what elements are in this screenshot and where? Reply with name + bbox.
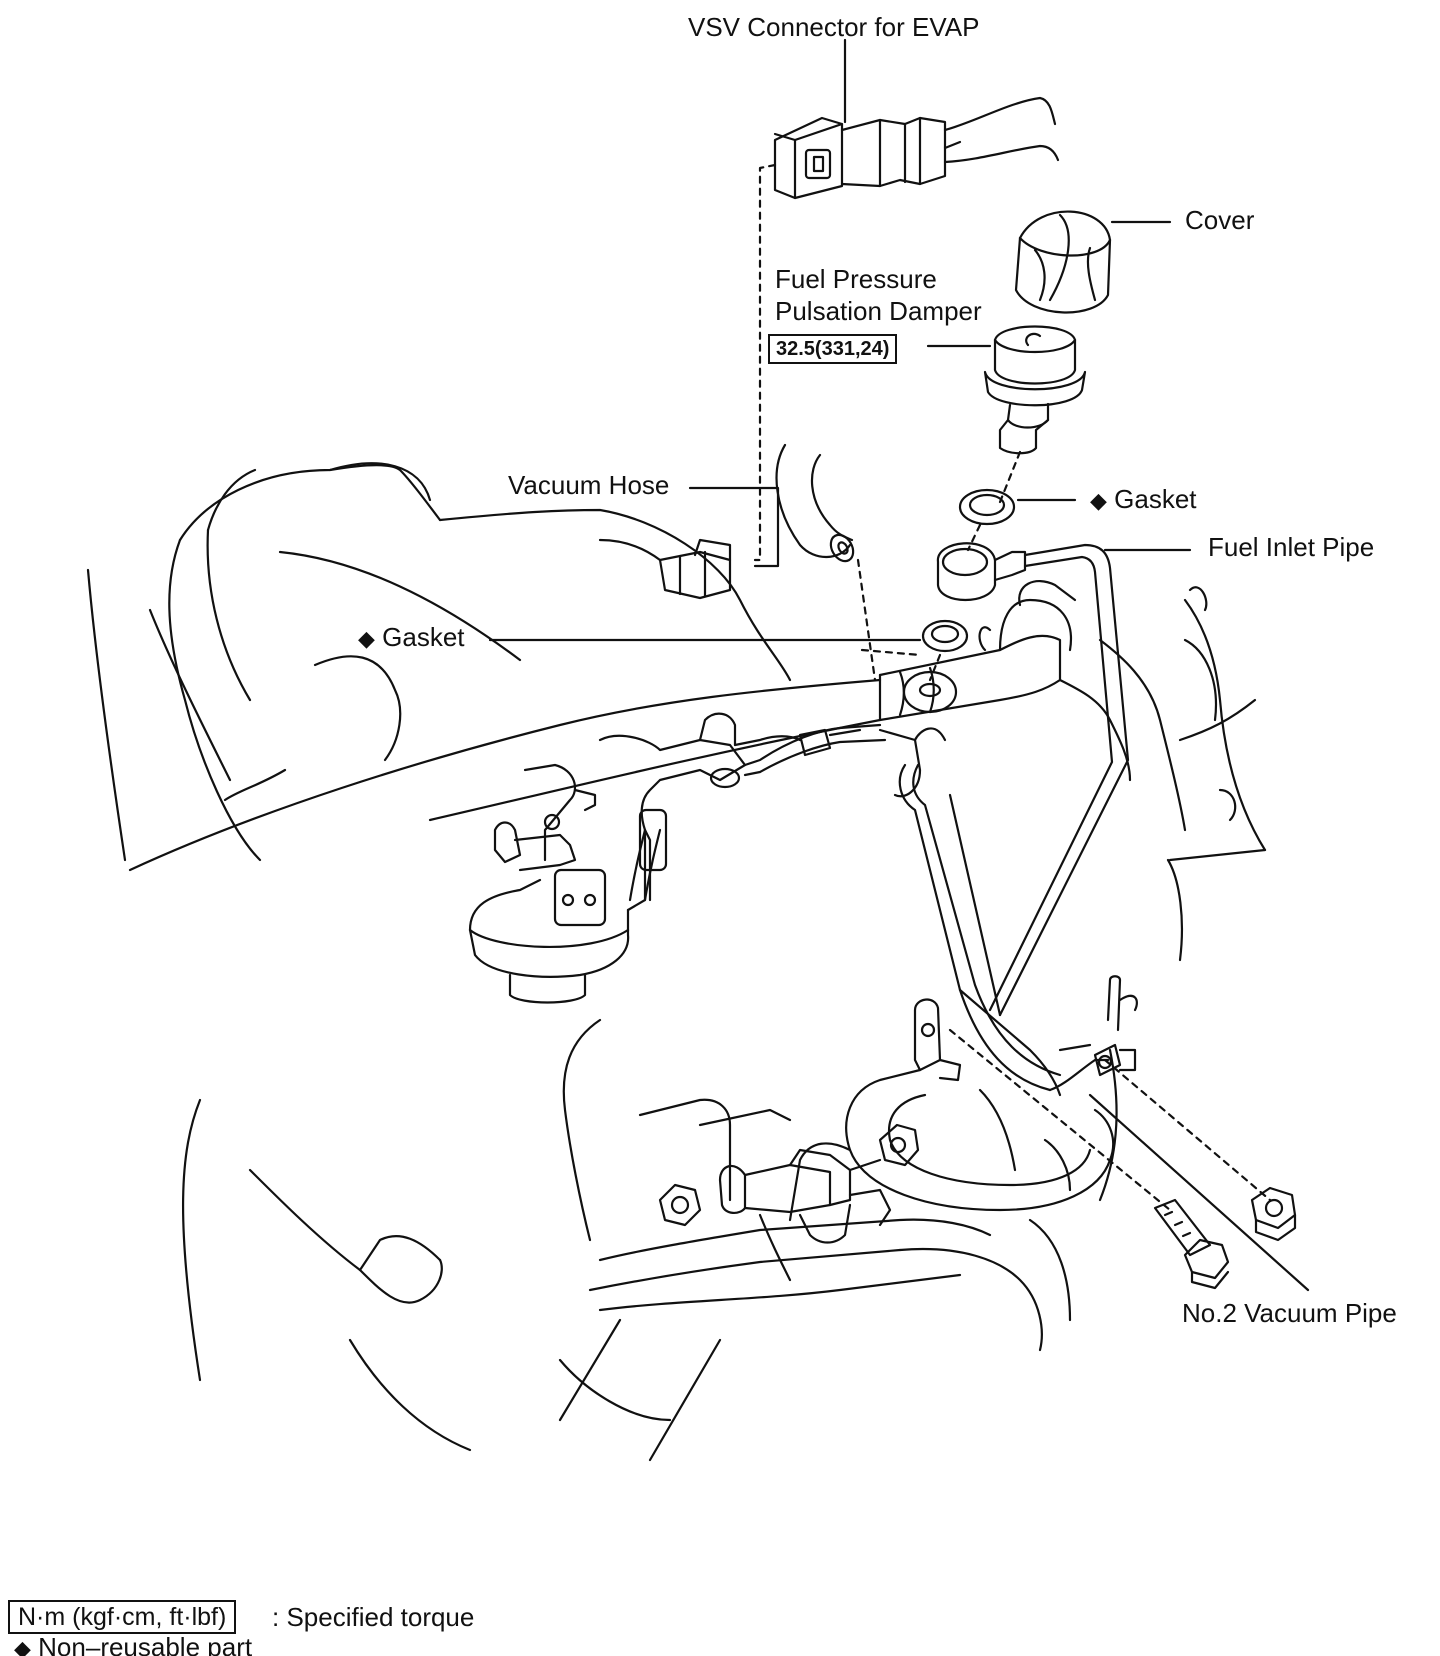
nonreusable-legend: ◆ Non–reusable part	[14, 1632, 252, 1656]
lower-gasket-text: Gasket	[382, 622, 465, 652]
vacuum-pipe-leader	[1088, 1093, 1310, 1292]
vacuum-hose-icon	[775, 443, 855, 563]
lower-gasket-label: ◆ Gasket	[358, 622, 465, 654]
upper-gasket-label: ◆ Gasket	[1090, 484, 1197, 516]
damper-label-line1: Fuel Pressure	[775, 264, 937, 294]
fuel-delivery-pipe-drawing	[428, 580, 1267, 962]
vsv-connector-label: VSV Connector for EVAP	[688, 12, 980, 42]
nonreusable-icon: ◆	[358, 626, 375, 651]
nut-dashed-line	[1103, 1058, 1272, 1202]
vacuum-hose-leader	[688, 486, 780, 568]
nonreusable-legend-desc: Non–reusable part	[38, 1632, 253, 1656]
lower-components-drawing	[698, 1108, 920, 1282]
damper-dashed-line	[998, 450, 1022, 504]
left-bracket-assembly-drawing	[468, 763, 647, 1004]
vsv-dashed-path	[753, 163, 777, 562]
fuel-inlet-pipe-icon	[936, 542, 1130, 1017]
vacuum-pipes-drawing	[598, 723, 1062, 1097]
nonreusable-icon: ◆	[1090, 488, 1107, 513]
lower-engine-drawing	[181, 1018, 1118, 1462]
pulsation-damper-icon	[983, 325, 1087, 455]
damper-torque-spec: 32.5(331,24)	[768, 334, 898, 364]
cover-icon	[1014, 210, 1112, 314]
nonreusable-legend-icon: ◆	[14, 1636, 31, 1656]
bolt-icon	[1153, 1198, 1230, 1290]
upper-gasket-text: Gasket	[1114, 484, 1197, 514]
bolt-dashed-line	[948, 1028, 1172, 1212]
upper-gasket-icon	[958, 488, 1016, 526]
nut-icon	[1250, 1186, 1297, 1242]
lower-gasket-icon	[921, 619, 969, 653]
rail-fittings-drawing	[698, 712, 862, 757]
torque-legend-desc: : Specified torque	[272, 1602, 475, 1632]
cover-label: Cover	[1185, 205, 1255, 235]
torque-legend-box: N·m (kgf·cm, ft·lbf)	[8, 1600, 237, 1634]
intake-manifold-drawing	[86, 462, 882, 872]
vacuum-hose-label: Vacuum Hose	[508, 470, 670, 500]
fuel-inlet-pipe-label: Fuel Inlet Pipe	[1208, 532, 1375, 562]
damper-label-line2: Pulsation Damper	[775, 296, 982, 326]
no2-vacuum-pipe-drawing	[788, 975, 1138, 1222]
vsv-connector-icon	[773, 96, 1060, 200]
no2-vacuum-pipe-label: No.2 Vacuum Pipe	[1182, 1298, 1397, 1328]
